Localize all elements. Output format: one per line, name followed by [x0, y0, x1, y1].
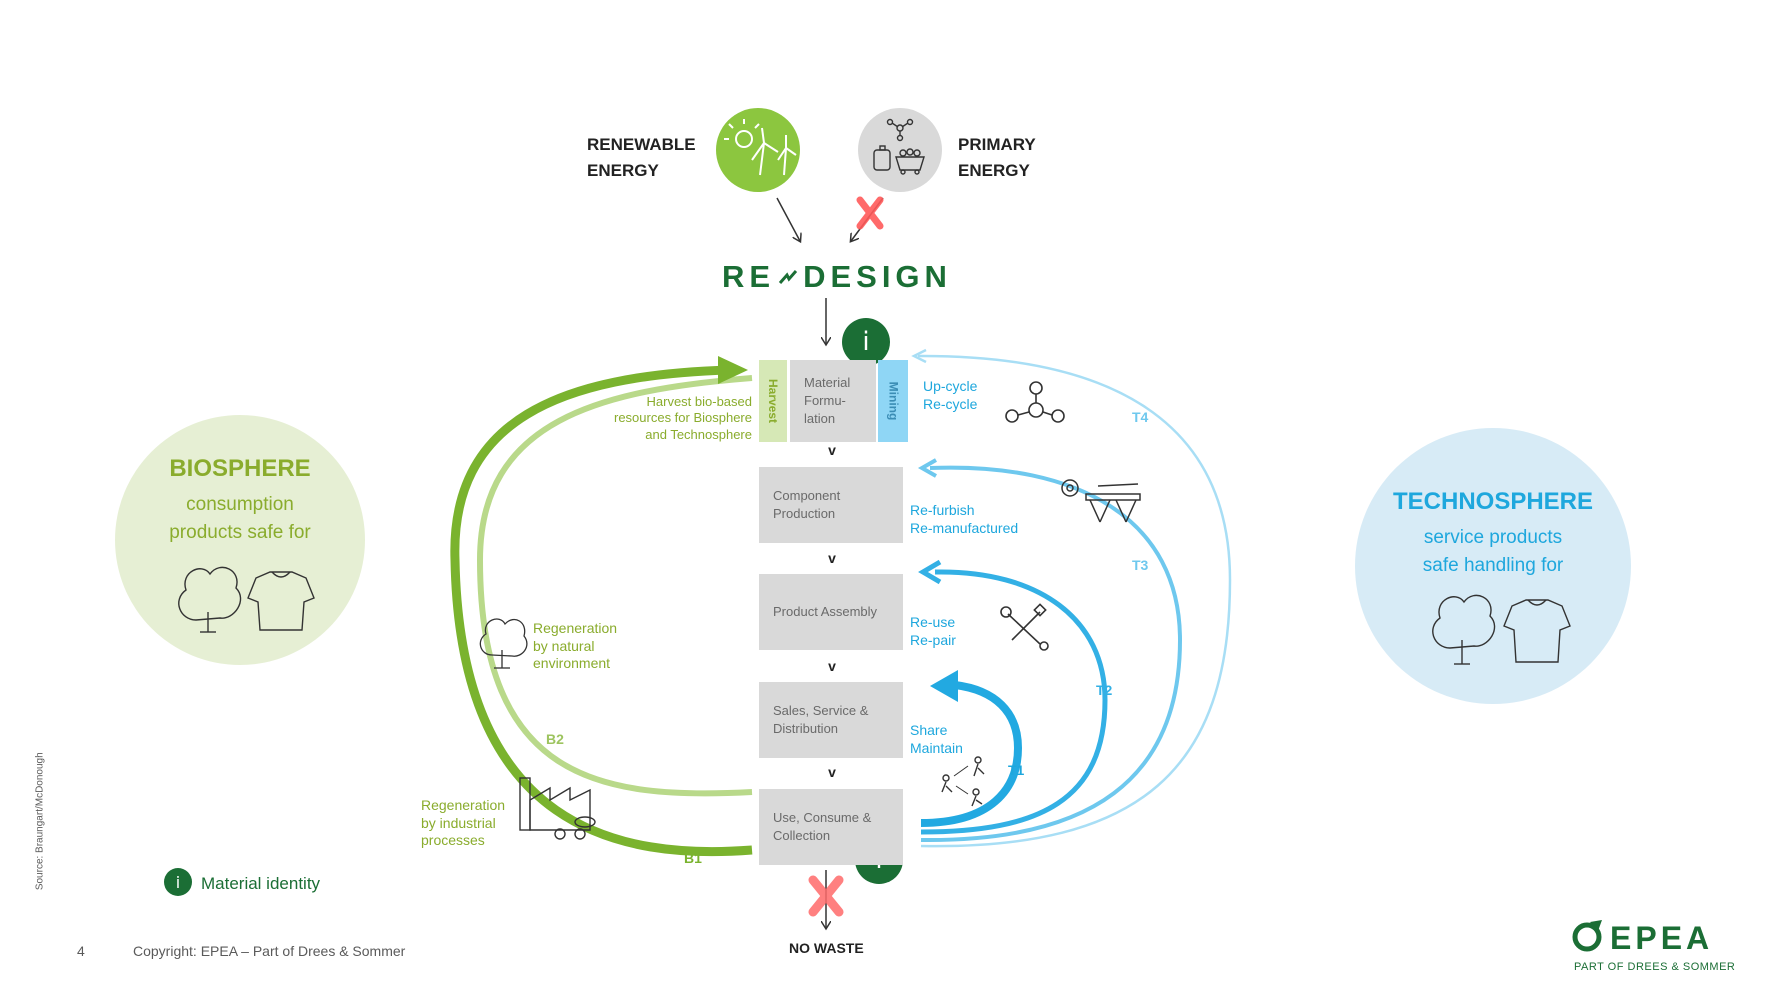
tree-icon [178, 566, 242, 633]
upcycle-label: Up-cycle Re-cycle [923, 378, 978, 412]
t2-loop [920, 569, 1108, 835]
biosphere-panel: BIOSPHERE consumption products safe for [115, 415, 365, 665]
b2-label: B2 [546, 731, 564, 747]
red-cross-icon [856, 196, 884, 230]
tree-icon [1432, 594, 1496, 665]
redesign-title-left: RE [722, 259, 776, 294]
brand-name: EPEA [1610, 920, 1714, 956]
b1-arrowhead [718, 356, 748, 384]
t2-label: T2 [1096, 682, 1113, 698]
redesign-squiggle-icon [778, 270, 798, 285]
brand-tagline: PART OF DREES & SOMMER [1574, 961, 1736, 973]
t3-arrowhead [917, 458, 937, 478]
t1-arrowhead [930, 670, 958, 702]
component-production-box: Component Production [759, 467, 903, 543]
b1-loop [450, 365, 753, 857]
flow-chevron: v [828, 550, 836, 566]
material-identity-badge: i [842, 318, 890, 366]
t3-label: T3 [1132, 557, 1149, 573]
t4-arrowhead [911, 348, 927, 364]
t4-label: T4 [1132, 409, 1149, 425]
flow-chevron: v [828, 442, 836, 458]
flow-chevron: v [828, 658, 836, 674]
sun-wind-turbine-icon [724, 119, 797, 176]
b2-loop [476, 375, 753, 797]
flow-chevron: v [828, 764, 836, 780]
redesign-title-right: DESIGN [803, 259, 952, 294]
epea-logo: EPEA PART OF DREES & SOMMER [1570, 918, 1735, 978]
tshirt-icon [1503, 599, 1571, 663]
t1-loop [920, 681, 1023, 827]
harvest-note: Harvest bio-based resources for Biospher… [613, 394, 752, 442]
primary-energy-circle [858, 108, 942, 192]
primary-energy-label: PRIMARY ENERGY [958, 135, 1036, 180]
product-assembly-box: Product Assembly [759, 574, 903, 650]
use-consume-box: Use, Consume & Collection [759, 789, 903, 865]
harvest-label: Harvest [766, 378, 780, 424]
sales-service-box: Sales, Service & Distribution [759, 682, 903, 758]
people-sharing-icon [941, 756, 985, 807]
regeneration-natural-label: Regeneration by natural environment [533, 620, 618, 671]
biosphere-text: consumption products safe for [169, 494, 311, 543]
mining-tab: Mining [878, 360, 908, 442]
t3-loop [920, 465, 1183, 843]
renewable-energy-label: RENEWABLE ENERGY [587, 135, 696, 180]
regeneration-industrial-label: Regeneration by industrial processes [421, 797, 506, 848]
biosphere-circle [115, 415, 365, 665]
copyright-text: Copyright: EPEA – Part of Drees & Sommer [133, 943, 406, 959]
tools-workbench-icon [1061, 479, 1141, 523]
legend-material-identity-label: Material identity [201, 874, 321, 893]
page-number: 4 [77, 943, 85, 959]
factory-icon [519, 777, 596, 840]
t1-label: T1 [1008, 762, 1025, 778]
fossil-fuel-icon [873, 118, 925, 175]
legend-material-identity-icon: i [164, 868, 192, 896]
renewable-arrow [776, 197, 800, 241]
mining-label: Mining [886, 381, 900, 421]
epea-leaf-icon [1572, 920, 1602, 952]
b1-label: B1 [684, 850, 702, 866]
tshirt-icon [247, 571, 315, 631]
technosphere-text: service products safe handling for [1422, 527, 1564, 576]
t2-arrowhead [918, 559, 942, 585]
no-waste-label: NO WASTE [789, 940, 864, 956]
refurbish-label: Re-furbish Re-manufactured [910, 502, 1019, 536]
redesign-title: RE DESIGN [722, 258, 952, 297]
share-label: Share Maintain [910, 722, 963, 756]
wrench-screwdriver-icon [1000, 603, 1049, 651]
tree-icon [479, 618, 528, 669]
t4-loop [917, 354, 1232, 848]
reuse-label: Re-use Re-pair [910, 614, 956, 648]
source-note: Source: Braungart/McDonough [34, 752, 46, 891]
technosphere-title: TECHNOSPHERE [1392, 488, 1594, 515]
biosphere-title: BIOSPHERE [169, 455, 311, 482]
material-formulation-box: Material Formu- lation [790, 360, 876, 442]
technosphere-panel: TECHNOSPHERE service products safe handl… [1355, 428, 1631, 704]
molecule-icon [1005, 381, 1065, 423]
technosphere-circle [1355, 428, 1631, 704]
no-waste-cross-icon [808, 875, 844, 917]
harvest-tab: Harvest [759, 360, 787, 442]
